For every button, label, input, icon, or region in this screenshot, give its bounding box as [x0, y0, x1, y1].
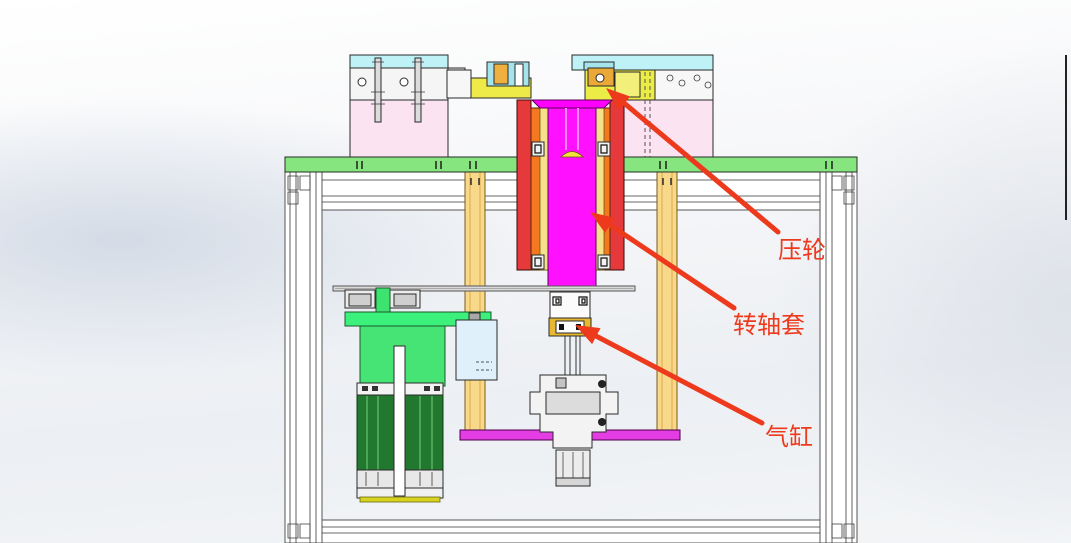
- mechanism-white-block: [446, 69, 472, 99]
- motor-end-rim: [359, 496, 441, 503]
- shaft-sleeve-assembly: [516, 99, 625, 291]
- label-cylinder: 气缸: [765, 423, 813, 451]
- rotating-shaft-tube: [547, 99, 597, 291]
- arrow-pressure-wheel-shaft: [621, 100, 781, 235]
- top-left-block: [349, 54, 466, 158]
- gripper-hole-top: [598, 380, 606, 388]
- label-shaft-sleeve: 转轴套: [733, 311, 805, 339]
- rail-block-left-inner: [348, 293, 372, 307]
- shaft-top-flange: [530, 99, 614, 109]
- bolt-right: [414, 57, 422, 123]
- cylinder-mount-details: [552, 296, 588, 306]
- bearing-detail-lines: [534, 144, 608, 267]
- bolt-hole-left: [357, 77, 367, 87]
- bearing-bottom-right: [597, 254, 611, 270]
- annotations: 压轮 转轴套 气缸: [575, 88, 826, 451]
- motor-shaft: [393, 345, 406, 497]
- bearing-top-right: [597, 141, 611, 157]
- bearing-top-left: [531, 141, 545, 157]
- gripper-hole-bottom: [598, 418, 606, 426]
- cylinder-piston-rods: [564, 336, 581, 380]
- sensor-box-hidden-lines: [476, 361, 492, 371]
- sensor-box: [455, 319, 498, 381]
- shaft-inner-bore-lines: [565, 108, 579, 150]
- arrow-cylinder-shaft: [593, 333, 765, 426]
- arrow-shaft-sleeve-shaft: [607, 222, 737, 311]
- guide-column-right: [656, 171, 678, 431]
- top-left-bolt-block: [349, 67, 449, 101]
- guide-columns: [464, 171, 678, 431]
- cylinder-ports: [559, 324, 581, 330]
- sleeve-outer-left: [516, 99, 532, 271]
- sleeve-outer-right: [609, 99, 625, 271]
- guide-column-ticks: [470, 178, 672, 185]
- frame-bottom-beam: [321, 519, 821, 543]
- label-pressure-wheel: 压轮: [778, 236, 826, 264]
- arrow-shaft-sleeve-head: [590, 212, 615, 233]
- arrow-pressure-wheel-head: [606, 88, 631, 111]
- gripper-assembly: [529, 374, 619, 487]
- bolt-hole-right: [399, 77, 409, 87]
- top-right-hidden-line: [644, 72, 651, 157]
- gripper-jaw-tip: [555, 477, 591, 487]
- shaft-bore-cap: [560, 151, 584, 158]
- sleeve-liner-right: [595, 99, 605, 271]
- motor-assembly: [344, 287, 492, 503]
- frame-corner-brackets: [287, 175, 855, 539]
- mechanism-white-pin: [514, 63, 524, 87]
- mechanism-orange-piece: [493, 63, 509, 85]
- motor-ribs: [366, 396, 433, 470]
- arrow-cylinder-head: [575, 325, 601, 345]
- top-right-holes: [666, 74, 712, 89]
- frame-right-post: [819, 171, 858, 543]
- gripper-top-slot: [555, 377, 567, 389]
- gripper-center-block: [545, 391, 601, 415]
- top-left-cap: [349, 54, 449, 69]
- frame: [284, 171, 858, 543]
- rail-block-right-inner: [393, 293, 417, 307]
- motor-bottom-band-details: [365, 472, 433, 486]
- cylinder-assembly: [548, 291, 592, 384]
- guide-column-detail-lines: [469, 172, 673, 430]
- bolt-left: [374, 57, 382, 123]
- top-middle-mechanism: [446, 61, 532, 99]
- motor-top-band-details: [362, 386, 440, 391]
- sleeve-liner-left: [539, 99, 549, 271]
- guide-column-left: [464, 171, 486, 431]
- bolt-detail-lines: [371, 61, 425, 105]
- pressure-wheel-axle: [595, 73, 605, 83]
- motor-bracket-stem: [375, 287, 391, 313]
- top-left-base: [349, 99, 449, 158]
- top-plate-hole-marks: [356, 161, 833, 169]
- bearing-bottom-left: [531, 254, 545, 270]
- frame-left-post: [284, 171, 323, 543]
